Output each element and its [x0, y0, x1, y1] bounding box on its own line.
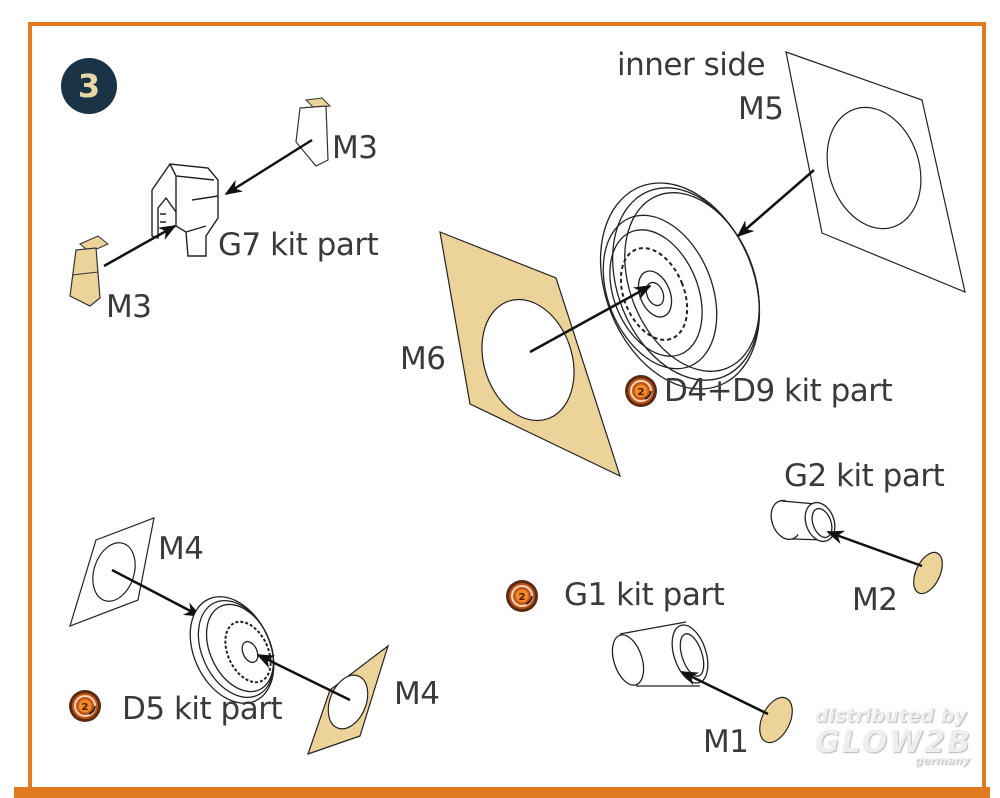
arrow-m1	[680, 670, 769, 716]
label-g2-kit-part: G2 kit part	[784, 458, 945, 494]
label-m6: M6	[400, 341, 446, 377]
label-inner-side: inner side	[617, 47, 766, 83]
m1-disc	[759, 696, 793, 744]
label-m5: M5	[738, 91, 784, 127]
arrow-m2	[826, 530, 923, 568]
watermark-line2: GLOW2B	[815, 725, 973, 760]
m3-top-mask	[295, 97, 332, 167]
m4-top-mask	[69, 517, 155, 627]
distributor-watermark: distributed by GLOW2B germany	[815, 705, 972, 767]
label-g1-kit-part: G1 kit part	[564, 577, 725, 613]
frame-bottom-bar	[14, 787, 990, 798]
label-m1: M1	[703, 724, 749, 760]
g1-kit-part	[611, 620, 709, 696]
label-d4-d9-kit-part: D4+D9 kit part	[664, 373, 893, 409]
label-d5-kit-part: D5 kit part	[122, 691, 283, 727]
label-m4-top: M4	[158, 531, 204, 567]
m2-disc	[913, 551, 943, 595]
label-g7-kit-part: G7 kit part	[218, 227, 379, 263]
arrow-m4-bottom	[256, 653, 351, 702]
main-wheel-d4-d9	[599, 182, 761, 390]
small-wheel-d5	[189, 596, 275, 704]
reuse-badge-icon-g1	[505, 579, 539, 613]
label-m4-bottom: M4	[394, 676, 440, 712]
label-m2: M2	[852, 582, 898, 618]
label-m3-top: M3	[332, 130, 378, 166]
reuse-badge-icon-d5	[68, 689, 102, 723]
arrow-m3-top	[224, 138, 313, 196]
arrow-m4-top	[111, 568, 202, 618]
m6-mask	[439, 231, 622, 478]
arrow-m6	[529, 284, 652, 354]
g2-kit-part	[770, 499, 836, 543]
watermark-line1: distributed by	[815, 705, 967, 727]
m5-mask	[785, 51, 966, 293]
watermark-line3: germany	[915, 754, 970, 767]
g7-kit-part	[151, 163, 219, 257]
label-m3-bottom: M3	[106, 289, 152, 325]
reuse-badge-icon-d4d9	[624, 374, 658, 408]
arrow-m3-bottom	[103, 224, 177, 268]
m3-bottom-mask	[69, 235, 109, 307]
step-number-badge: 3	[61, 58, 117, 114]
arrow-m5	[736, 169, 815, 238]
